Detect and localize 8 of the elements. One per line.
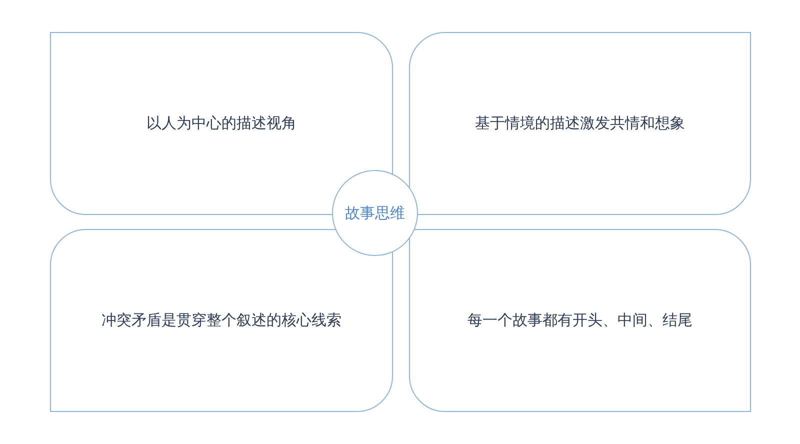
card-text: 以人为中心的描述视角 [146, 114, 296, 133]
card-text: 每一个故事都有开头、中间、结尾 [468, 311, 692, 330]
card-text: 基于情境的描述激发共情和想象 [475, 114, 685, 133]
text-card [409, 229, 751, 412]
center-label: 故事思维 [345, 204, 405, 222]
text-card [409, 32, 751, 215]
card-text: 冲突矛盾是贯穿整个叙述的核心线索 [102, 311, 342, 330]
text-card [50, 229, 393, 412]
